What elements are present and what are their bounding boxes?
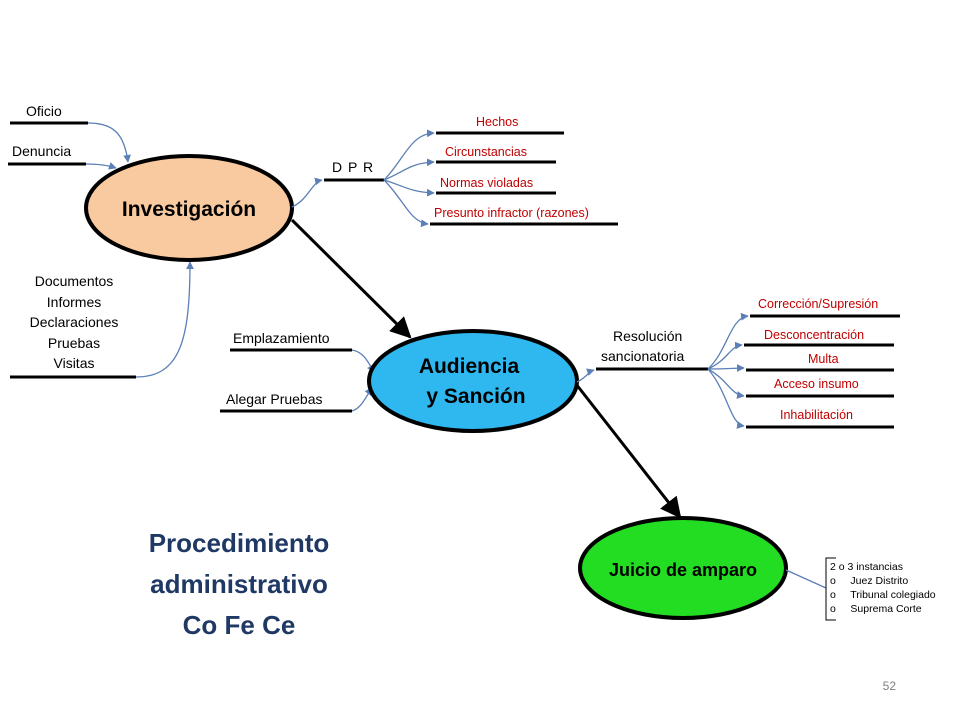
amparo-box-line-1: 2 o 3 instancias [830, 561, 903, 573]
dpr-to-circunstancias [383, 158, 435, 181]
title-line-2: administrativo [150, 569, 328, 599]
arrow-audiencia-to-juicio [574, 383, 682, 519]
resolucion-to-inhabilitacion [707, 368, 745, 429]
slide-title: Procedimiento administrativo Co Fe Ce [149, 528, 330, 640]
audiencia-label-line2: y Sanción [426, 385, 525, 408]
evidence-line-1: Documentos [35, 273, 114, 289]
evidence-line-2: Informes [47, 294, 101, 310]
amparo-instances-box: 2 o 3 instancias o Juez Distrito o Tribu… [785, 557, 936, 621]
input-oficio: Oficio [10, 103, 131, 163]
node-audiencia: Audiencia y Sanción [367, 329, 579, 433]
dpr-branch: D P R Hechos Circunstancias Normas viola… [291, 115, 618, 228]
resolucion-label-line2: sancionatoria [601, 348, 684, 364]
resolucion-item-desconcentracion: Desconcentración [764, 328, 864, 342]
input-evidence: Documentos Informes Declaraciones Prueba… [10, 261, 194, 379]
input-alegar-pruebas: Alegar Pruebas [220, 387, 373, 413]
amparo-box-line-2: o Juez Distrito [830, 575, 908, 587]
resolucion-to-correccion [707, 312, 749, 370]
box-bracket [825, 557, 836, 621]
dpr-to-hechos [383, 129, 435, 181]
input-emplazamiento: Emplazamiento [230, 330, 375, 373]
resolucion-item-acceso: Acceso insumo [774, 377, 859, 391]
evidence-connector [135, 261, 194, 378]
alegar-pruebas-connector [351, 387, 373, 412]
resolucion-to-multa [707, 364, 745, 372]
investigacion-ellipse [84, 154, 294, 262]
node-juicio-amparo: Juicio de amparo [578, 516, 788, 620]
dpr-label: D P R [332, 159, 374, 175]
dpr-item-presunto: Presunto infractor (razones) [434, 206, 589, 220]
juicio-ellipse [578, 516, 788, 620]
alegar-pruebas-label: Alegar Pruebas [226, 391, 323, 407]
evidence-line-3: Declaraciones [30, 314, 119, 330]
dpr-to-presunto [383, 179, 429, 228]
evidence-line-5: Visitas [54, 355, 95, 371]
oficio-connector [87, 122, 131, 163]
dpr-item-circunstancias: Circunstancias [445, 145, 527, 159]
title-line-3: Co Fe Ce [183, 610, 296, 640]
node-investigacion: Investigación [84, 154, 294, 262]
dpr-to-normas [383, 179, 435, 197]
juicio-label: Juicio de amparo [609, 560, 757, 580]
page-number: 52 [883, 679, 897, 693]
resolucion-to-acceso [707, 368, 745, 399]
emplazamiento-label: Emplazamiento [233, 330, 330, 346]
audiencia-ellipse [367, 329, 579, 433]
resolucion-to-desconcentracion [707, 341, 743, 370]
investigacion-label: Investigación [122, 198, 256, 221]
dpr-item-hechos: Hechos [476, 115, 518, 129]
denuncia-connector [85, 162, 117, 170]
oficio-label: Oficio [26, 103, 62, 119]
dpr-connector [291, 177, 323, 208]
amparo-box-line-4: o Suprema Corte [830, 603, 922, 615]
dpr-item-normas: Normas violadas [440, 176, 533, 190]
resolucion-branch: Resolución sancionatoria Corrección/Supr… [576, 297, 900, 429]
denuncia-label: Denuncia [12, 143, 71, 159]
resolucion-item-multa: Multa [808, 352, 839, 366]
juicio-to-box-connector [785, 569, 827, 589]
resolucion-connector [576, 368, 595, 383]
arrow-investigacion-to-audiencia [290, 218, 412, 339]
input-denuncia: Denuncia [8, 143, 117, 170]
title-line-1: Procedimiento [149, 528, 330, 558]
resolucion-item-correccion: Corrección/Supresión [758, 297, 878, 311]
resolucion-label-line1: Resolución [613, 328, 682, 344]
amparo-box-line-3: o Tribunal colegiado [830, 589, 936, 601]
evidence-line-4: Pruebas [48, 335, 100, 351]
audiencia-label-line1: Audiencia [419, 355, 520, 378]
resolucion-item-inhabilitacion: Inhabilitación [780, 408, 853, 422]
